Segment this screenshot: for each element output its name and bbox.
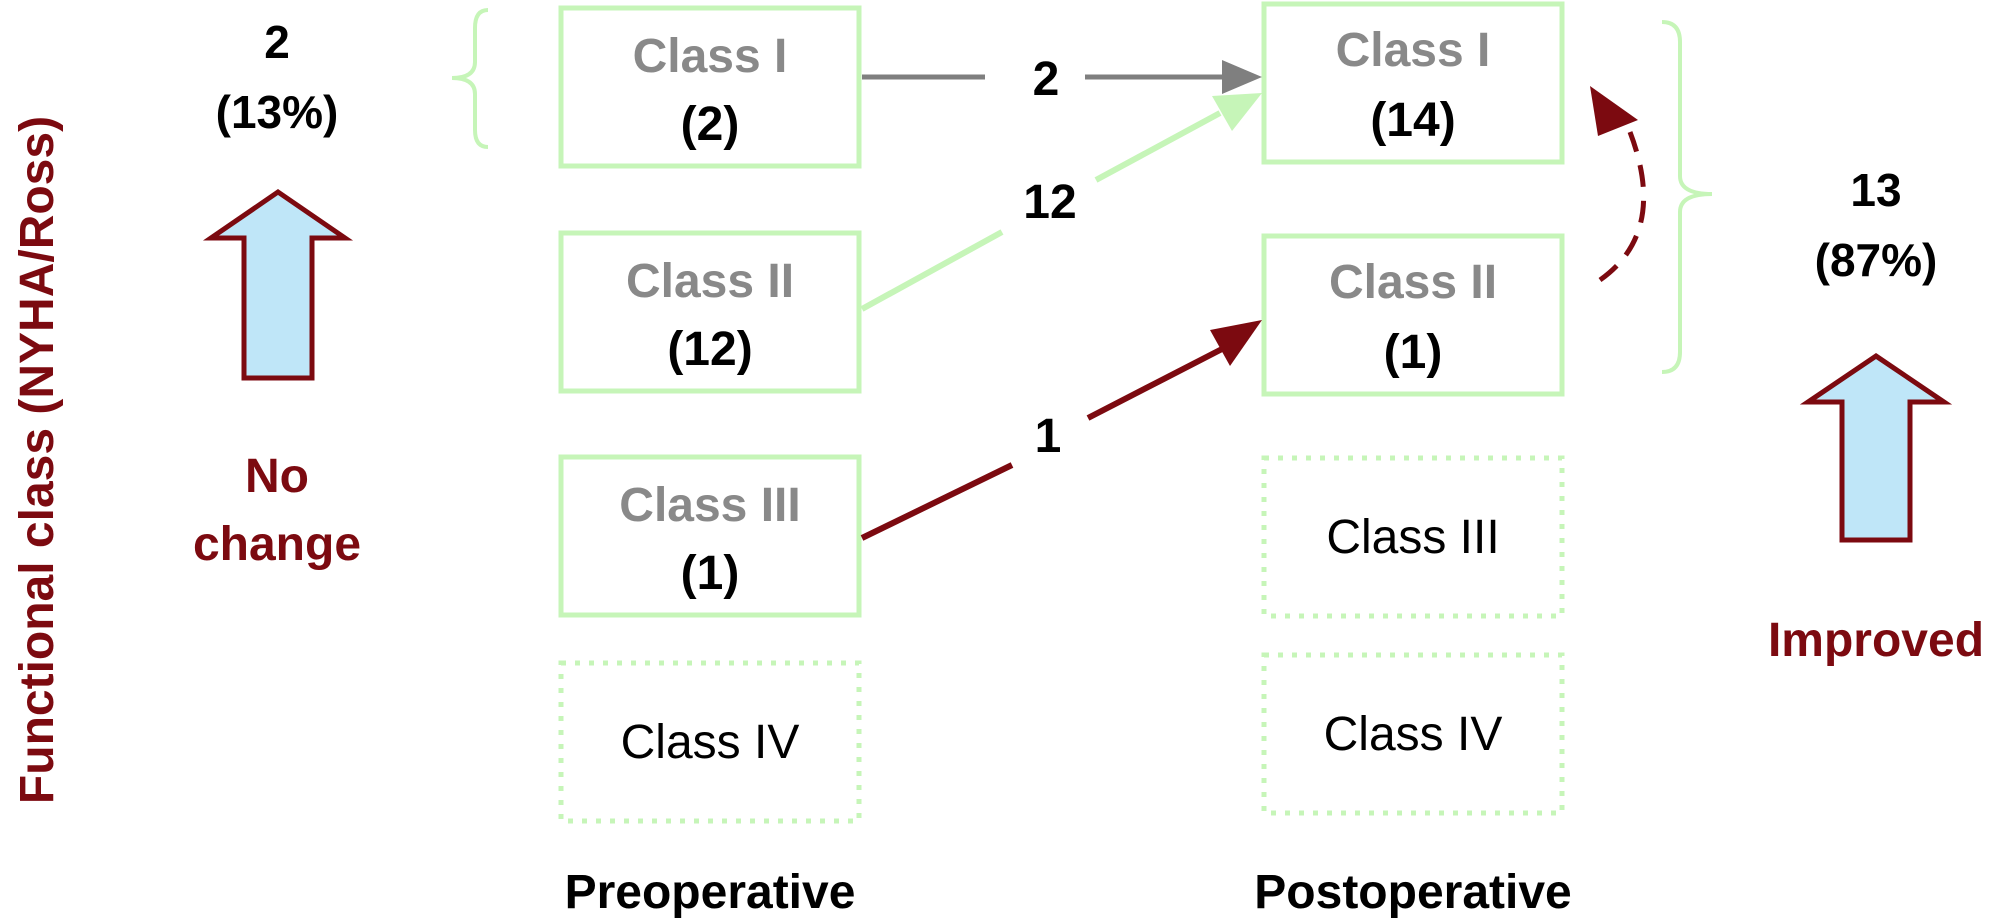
transition-label-class3-class2: 1 xyxy=(1035,410,1062,463)
no-change-percent: (13%) xyxy=(216,86,339,138)
improved-label: Improved xyxy=(1768,614,1984,667)
transition-arrow-class2-class1 xyxy=(860,229,1004,312)
post-class-3-name: Class III xyxy=(1326,511,1499,564)
transition-arrow-class3-class2-tail xyxy=(1086,346,1224,421)
pre-class-4-name: Class IV xyxy=(621,716,800,769)
post-class-4-box xyxy=(1261,652,1565,816)
transition-label-class2-class1: 12 xyxy=(1023,176,1076,229)
transition-arrowhead-class3-class2-icon xyxy=(1210,320,1262,366)
pre-class-1-count: (2) xyxy=(681,98,740,151)
pre-class-1-box xyxy=(558,5,862,169)
pre-class-3-name: Class III xyxy=(619,479,800,532)
post-class-4-name: Class IV xyxy=(1324,708,1503,761)
no-change-brace xyxy=(451,8,489,149)
improved-up-arrow-icon xyxy=(1799,352,1953,543)
pre-class-2-count: (12) xyxy=(667,323,752,376)
post-class-2-count: (1) xyxy=(1384,326,1443,379)
post-improvement-dashed-arrowhead-icon xyxy=(1590,86,1638,136)
improved-percent: (87%) xyxy=(1815,234,1938,286)
transition-arrowhead-class1-class1-icon xyxy=(1222,60,1262,94)
transition-label-class1-class1: 2 xyxy=(1033,53,1060,106)
pre-class-3-box xyxy=(558,454,862,618)
post-class-2-box xyxy=(1261,233,1565,397)
no-change-up-arrow-icon xyxy=(202,188,354,381)
preoperative-label: Preoperative xyxy=(565,866,856,919)
y-axis-label: Functional class (NYHA/Ross) xyxy=(11,116,64,804)
post-class-3-box xyxy=(1261,455,1565,619)
post-improvement-dashed-arrow xyxy=(1598,131,1647,283)
post-class-1-count: (14) xyxy=(1370,94,1455,147)
pre-class-2-box xyxy=(558,230,862,394)
transition-arrow-class3-class2 xyxy=(860,462,1014,541)
no-change-label-line2: change xyxy=(193,518,361,571)
post-class-2-name: Class II xyxy=(1329,256,1497,309)
pre-class-2-name: Class II xyxy=(626,255,794,308)
postoperative-label: Postoperative xyxy=(1254,866,1571,919)
pre-class-1-name: Class I xyxy=(633,30,788,83)
improved-count: 13 xyxy=(1850,164,1901,216)
pre-class-3-count: (1) xyxy=(681,547,740,600)
transition-arrow-class2-class1-tail xyxy=(1094,110,1222,183)
improved-brace xyxy=(1661,20,1713,374)
transition-arrowhead-class2-class1-icon xyxy=(1212,93,1262,131)
no-change-label-line1: No xyxy=(245,450,309,503)
no-change-count: 2 xyxy=(264,16,290,68)
post-class-1-name: Class I xyxy=(1336,24,1491,77)
post-class-1-box xyxy=(1261,1,1565,165)
pre-class-4-box xyxy=(558,660,862,824)
